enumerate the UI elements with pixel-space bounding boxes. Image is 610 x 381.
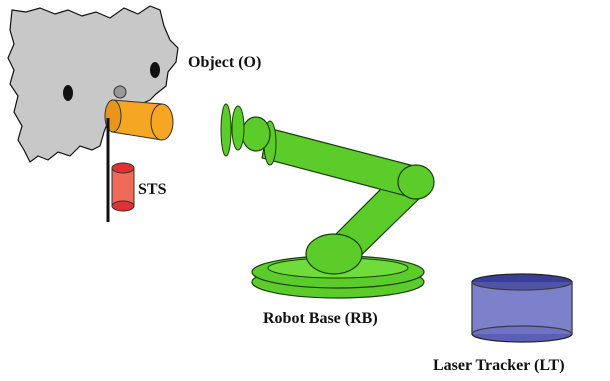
label-sts: STS — [138, 181, 167, 198]
label-object: Object (O) — [188, 54, 261, 71]
tracker-bottom — [471, 325, 573, 343]
sts-cylinder-body — [111, 167, 135, 207]
label-laser-tracker: Laser Tracker (LT) — [433, 357, 565, 374]
robot-wrist-joint — [241, 116, 271, 152]
tracker-front-shade — [472, 282, 572, 334]
robot-wrist-disc-2 — [231, 105, 245, 151]
object-hole-right — [150, 62, 160, 78]
robot-upper-link — [261, 127, 415, 199]
tracker-body — [471, 281, 573, 335]
label-robot-base: Robot Base (RB) — [263, 310, 378, 327]
object-hole-left — [63, 85, 73, 101]
sts-stand — [106, 118, 135, 222]
sts-cylinder-top — [111, 162, 135, 174]
tool-cylinder — [104, 99, 174, 141]
robot-arm — [220, 103, 435, 299]
robot-elbow-joint — [397, 164, 435, 200]
laser-tracker — [471, 273, 573, 343]
robot-shoulder-joint — [305, 233, 363, 275]
sts-cylinder-bottom — [111, 200, 135, 212]
object-contact-point — [113, 85, 127, 99]
robot-flange-disc — [220, 103, 232, 157]
tracker-top — [471, 273, 573, 291]
tool-end-cap — [150, 103, 174, 141]
